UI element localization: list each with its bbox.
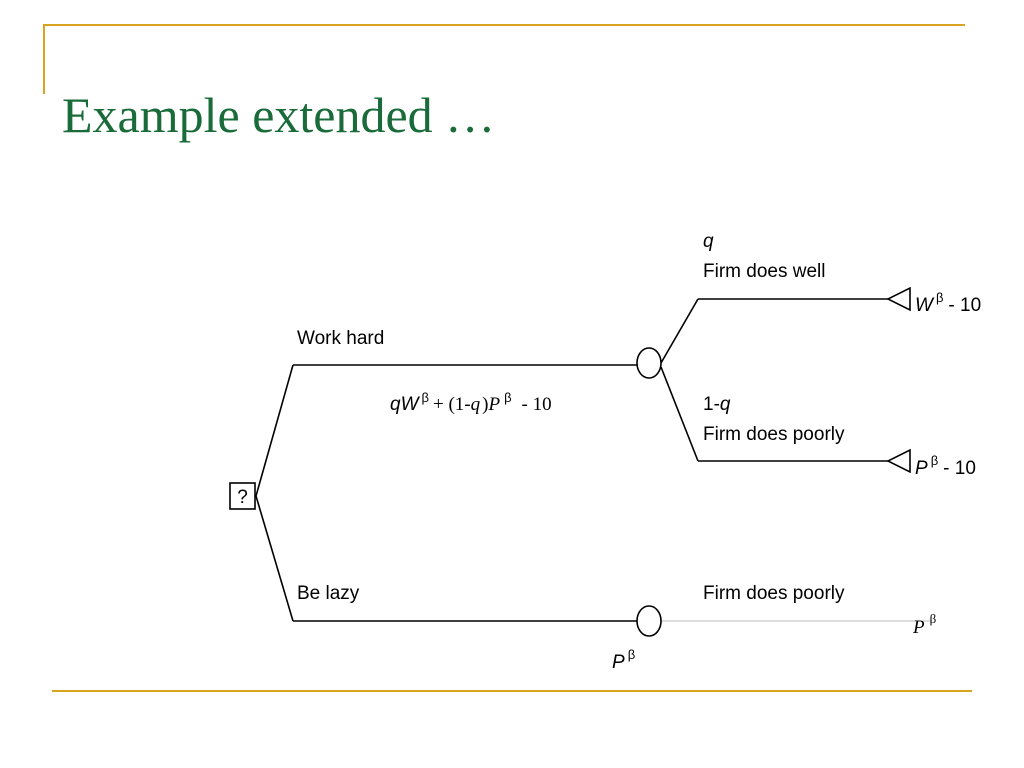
ev-p-exp: β [504, 390, 511, 405]
branch-line-poor-diagonal [660, 366, 699, 462]
ev-w: W [401, 394, 421, 415]
prob-poor-var: q [720, 394, 731, 415]
payoff-lazy-exp: β [930, 611, 937, 626]
payoff-poor-rest: - 10 [943, 458, 976, 479]
prob-well: q [703, 231, 714, 252]
payoff-well-exp: β [936, 290, 943, 305]
branch-label-work-hard: Work hard [297, 328, 384, 349]
payoff-poor-base: P [915, 458, 928, 479]
branch-line-well-diagonal [660, 298, 699, 364]
payoff-well-rest: - 10 [948, 295, 981, 316]
prob-poor: 1-q [703, 394, 731, 415]
slide-title: Example extended … [62, 87, 496, 143]
left-accent-line [43, 24, 45, 94]
chance-node-work-hard [636, 347, 662, 379]
payoff-well-base: W [915, 295, 935, 316]
top-accent-line [43, 24, 965, 26]
payoff-poor-exp: β [931, 453, 938, 468]
ev-p: P [487, 394, 500, 415]
lazy-value-base: P [612, 652, 625, 673]
payoff-lazy-base: P [912, 617, 925, 638]
prob-poor-prefix: 1- [703, 394, 720, 415]
decision-node-label: ? [237, 487, 248, 508]
outcome-label-well: Firm does well [703, 261, 825, 282]
ev-minus-ten: - 10 [522, 394, 552, 415]
chance-node-be-lazy [636, 605, 662, 637]
branch-label-be-lazy: Be lazy [297, 583, 360, 604]
ev-w-exp: β [422, 390, 429, 405]
lazy-value-exp: β [628, 647, 635, 662]
branch-line-work-hard-diagonal [255, 364, 294, 497]
outcome-label-poor: Firm does poorly [703, 424, 845, 445]
ev-q2: q [471, 394, 481, 415]
bottom-accent-line [52, 690, 972, 692]
ev-q: q [390, 394, 401, 415]
terminal-node-poor [886, 448, 911, 474]
terminal-node-well [886, 286, 911, 312]
decision-node [229, 482, 256, 510]
ev-close: ) [482, 394, 488, 415]
outcome-label-lazy: Firm does poorly [703, 583, 845, 604]
branch-line-be-lazy-diagonal [255, 495, 294, 622]
ev-plus: + (1- [433, 394, 471, 415]
